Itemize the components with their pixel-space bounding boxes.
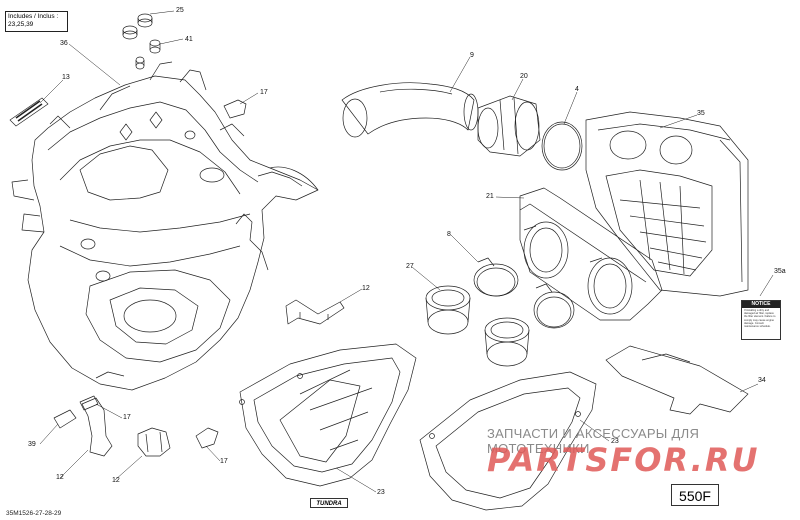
callout-39: 39 <box>28 441 36 448</box>
part-17-clip-top <box>223 99 247 119</box>
callout-17-mid: 17 <box>123 414 131 421</box>
part-25-grommets <box>122 13 153 40</box>
part-39-clip <box>53 409 77 429</box>
model-label: 550F <box>671 484 719 506</box>
callout-35a: 35a <box>774 268 786 275</box>
part-41-plug <box>135 39 161 70</box>
callout-41: 41 <box>185 36 193 43</box>
part-17-clip-bottom <box>79 395 219 449</box>
callout-35: 35 <box>697 110 705 117</box>
callout-23-left: 23 <box>377 489 385 496</box>
callout-27: 27 <box>406 263 414 270</box>
callout-36: 36 <box>60 40 68 47</box>
callout-12-left: 12 <box>56 474 64 481</box>
callout-12-bottom: 12 <box>112 477 120 484</box>
part-23-filter-frame-b <box>419 371 597 511</box>
part-35-filter-cover <box>585 111 749 297</box>
notice-title: NOTICE <box>742 301 780 308</box>
callout-20: 20 <box>520 73 528 80</box>
callout-21: 21 <box>486 193 494 200</box>
callout-9: 9 <box>470 52 474 59</box>
reference-code: 35M1526-27-28-29 <box>6 510 62 517</box>
watermark-logo: PARTSFOR.RU <box>487 441 760 479</box>
part-34-tab <box>605 345 749 415</box>
part-23-filter-frame-a <box>239 343 417 487</box>
part-12-bracket-top <box>285 299 345 325</box>
callout-34: 34 <box>758 377 766 384</box>
part-8-clamps <box>473 257 575 329</box>
variant-label: TUNDRA <box>310 498 348 508</box>
callout-17-bottom: 17 <box>220 458 228 465</box>
part-12-bracket-bottom <box>81 397 113 457</box>
includes-title: Includes / Inclus : <box>8 13 59 20</box>
includes-parts: 23,25,39 <box>8 21 34 28</box>
part-12-clip-bottom <box>137 427 171 457</box>
callout-4: 4 <box>575 86 579 93</box>
part-9-intake-duct <box>341 82 479 138</box>
part-36-airbox-housing <box>11 61 319 391</box>
part-13-label <box>9 97 49 127</box>
part-27-couplers <box>425 285 530 367</box>
part-20-adaptor <box>477 95 541 157</box>
callout-17-top: 17 <box>260 89 268 96</box>
includes-box: Includes / Inclus : 23,25,39 <box>5 11 68 32</box>
callout-25: 25 <box>176 7 184 14</box>
notice-body: If installing a dirty and damaged air fi… <box>744 309 776 329</box>
notice-label: NOTICE If installing a dirty and damaged… <box>741 300 781 340</box>
part-4-oring <box>541 121 583 171</box>
leader-lines <box>39 10 774 493</box>
callout-13: 13 <box>62 74 70 81</box>
callout-23-right: 23 <box>611 438 619 445</box>
part-21-filter-adaptor <box>519 187 663 321</box>
callout-12-top: 12 <box>362 285 370 292</box>
watermark-text: ЗАПЧАСТИ И АКСЕССУАРЫ ДЛЯ МОТОТЕХНИКИ <box>487 426 700 456</box>
callout-8: 8 <box>447 231 451 238</box>
